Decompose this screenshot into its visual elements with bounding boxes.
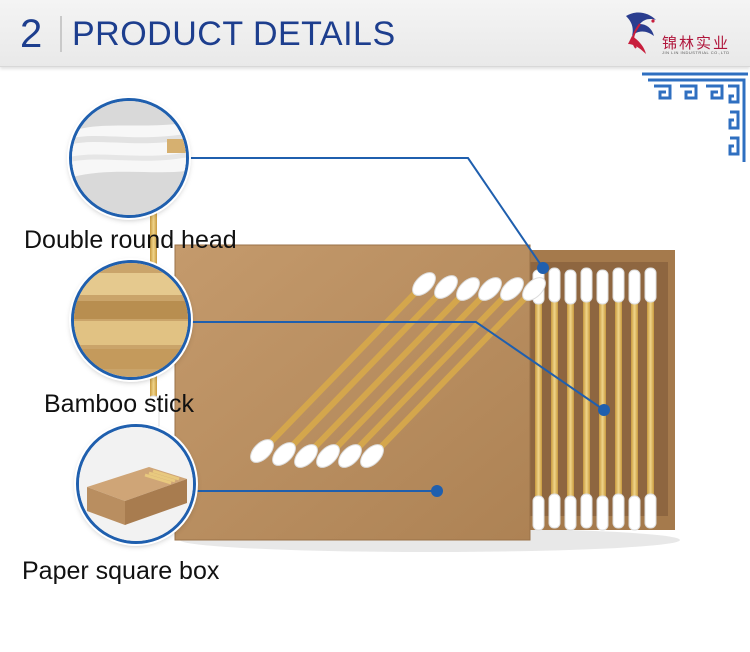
section-number: 2 (20, 12, 43, 56)
bird-icon (626, 12, 656, 54)
fret-ornament-icon (642, 72, 748, 162)
feature-label-bamboo-stick: Bamboo stick (44, 390, 195, 418)
header-divider (60, 16, 62, 52)
company-logo: 锦林实业 JIN LIN INDUSTRIAL CO.,LTD (622, 6, 742, 58)
feature-label-paper-square-box: Paper square box (22, 557, 220, 585)
page-title: PRODUCT DETAILS (72, 15, 396, 53)
feature-label-double-round-head: Double round head (24, 226, 237, 254)
bamboo-stick-closeup (71, 260, 191, 380)
paper-box-thumbnail (76, 424, 196, 544)
logo-english-text: JIN LIN INDUSTRIAL CO.,LTD (662, 50, 730, 55)
cotton-head-closeup (69, 98, 189, 218)
logo-chinese-text: 锦林实业 (662, 34, 731, 52)
header-bar: 2 PRODUCT DETAILS 锦林实业 JIN LIN INDUSTRIA… (0, 0, 750, 67)
